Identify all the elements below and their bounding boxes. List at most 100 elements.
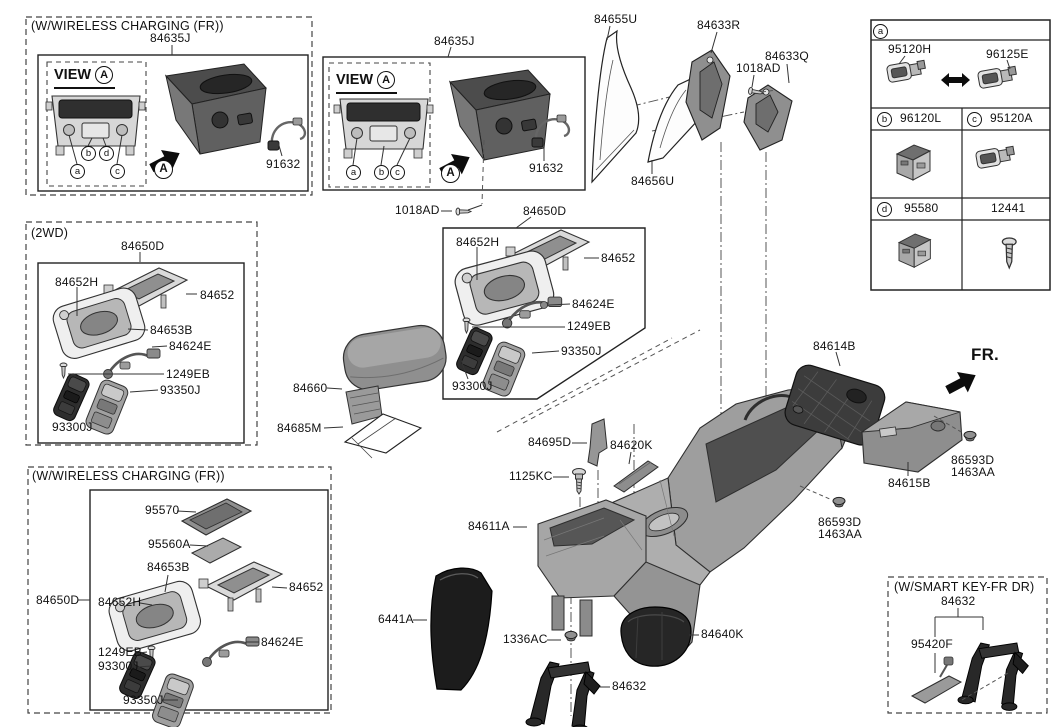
callout-d-1: d: [99, 146, 114, 161]
label-84624E-c: 84624E: [572, 297, 615, 311]
label-86593D-r: 86593D: [951, 453, 995, 467]
label-1018AD-top: 1018AD: [736, 61, 781, 75]
label-84685M: 84685M: [277, 421, 322, 435]
callout-a-1: a: [70, 164, 85, 179]
label-1463AA-l: 1463AA: [818, 527, 862, 541]
screw-1125KC: [553, 468, 586, 495]
view-text: VIEW: [336, 72, 374, 88]
part-84655U: [591, 25, 640, 184]
callout-c-1: c: [110, 164, 125, 179]
screw-86593D-left: [799, 485, 846, 508]
nut-1336AC: [547, 630, 578, 642]
label-95420F: 95420F: [911, 637, 953, 651]
2wd-parts: [49, 252, 197, 437]
label-84615B: 84615B: [888, 476, 931, 490]
label-91632-2: 91632: [529, 161, 564, 175]
label-fr-direction: FR.: [971, 345, 999, 364]
label-84632-sk: 84632: [941, 594, 976, 608]
box-smartkey-title: (W/SMART KEY-FR DR): [894, 580, 1035, 594]
label-84656U: 84656U: [631, 174, 675, 188]
part-6441A: [413, 567, 493, 691]
label-84652H-2wd: 84652H: [55, 275, 99, 289]
label-84614B: 84614B: [813, 339, 856, 353]
label-84652H-c: 84652H: [456, 235, 500, 249]
label-1336AC: 1336AC: [503, 632, 548, 646]
label-84624E-2wd: 84624E: [169, 339, 212, 353]
part-84615B: [860, 401, 963, 476]
label-1249EB-c: 1249EB: [567, 319, 611, 333]
part-84632-bracket: [525, 661, 610, 727]
label-96125E: 96125E: [986, 47, 1029, 61]
label-93350J-2wd: 93350J: [160, 383, 201, 397]
part-84614B: [784, 351, 886, 446]
label-84635J-2: 84635J: [434, 34, 475, 48]
label-84640K: 84640K: [701, 627, 744, 641]
label-95120A: 95120A: [990, 111, 1033, 125]
label-96120L: 96120L: [900, 111, 942, 125]
label-93300J-bl: 93300J: [98, 659, 139, 673]
label-1249EB-bl: 1249EB: [98, 645, 142, 659]
label-84660: 84660: [293, 381, 328, 395]
legend-callout-d: d: [877, 202, 892, 217]
label-84650D-bl: 84650D: [36, 593, 80, 607]
label-1249EB-2wd: 1249EB: [166, 367, 210, 381]
label-84652-2wd: 84652: [200, 288, 235, 302]
legend-callout-c: c: [967, 112, 982, 127]
callout-b-1: b: [81, 146, 96, 161]
label-84653B-bl: 84653B: [147, 560, 190, 574]
label-93350J-bl: 93350J: [123, 693, 164, 707]
label-84635J-1: 84635J: [150, 31, 191, 45]
label-95580: 95580: [904, 201, 939, 215]
label-84650D-2wd: 84650D: [121, 239, 165, 253]
circled-A-2: A: [441, 164, 460, 183]
box2-head-unit: [333, 46, 571, 229]
label-84633Q: 84633Q: [765, 49, 809, 63]
callout-b-2: b: [374, 165, 389, 180]
label-84624E-bl: 84624E: [261, 635, 304, 649]
label-95120H: 95120H: [888, 42, 932, 56]
circled-A-icon: A: [377, 71, 396, 89]
view-a-label-2: VIEW A: [336, 71, 398, 94]
label-1125KC: 1125KC: [509, 469, 553, 483]
label-86593D-l: 86593D: [818, 515, 862, 529]
legend-callout-b: b: [877, 112, 892, 127]
label-84652H-bl: 84652H: [98, 595, 142, 609]
label-84652-c: 84652: [601, 251, 636, 265]
label-93300J-2wd: 93300J: [52, 420, 93, 434]
label-84650D-center: 84650D: [523, 204, 567, 218]
box-2wd-title: (2WD): [31, 226, 69, 240]
label-93300J-c: 93300J: [452, 379, 493, 393]
smartkey-parts: [910, 608, 1029, 711]
label-84653B-2wd: 84653B: [150, 323, 193, 337]
part-84695D: [572, 418, 608, 467]
callout-a-2: a: [346, 165, 361, 180]
label-84611A: 84611A: [468, 519, 510, 533]
part-84685M-pad: [323, 413, 423, 459]
view-text: VIEW: [54, 67, 92, 83]
screw-86593D-right: [933, 415, 977, 442]
box1-head-unit: [45, 45, 307, 179]
part-84640K-bin: [620, 606, 699, 667]
swap-arrow-icon: [941, 73, 970, 87]
label-91632-1: 91632: [266, 157, 301, 171]
view-a-label-1: VIEW A: [54, 66, 116, 89]
label-95560A: 95560A: [148, 537, 191, 551]
bottomleft-parts: [78, 498, 288, 727]
callout-c-2: c: [390, 165, 405, 180]
label-84655U: 84655U: [594, 12, 638, 26]
label-84632: 84632: [612, 679, 647, 693]
circled-A-icon: A: [95, 66, 114, 84]
part-84660-armrest: [326, 324, 447, 425]
part-84633Q: [743, 63, 793, 151]
part-84620K: [613, 451, 659, 493]
label-1018AD-2: 1018AD: [395, 203, 440, 217]
fr-direction-arrow: [942, 364, 982, 401]
label-93350J-c: 93350J: [561, 344, 602, 358]
part-84633R: [685, 31, 731, 141]
legend-callout-a: a: [873, 24, 888, 39]
label-84695D: 84695D: [528, 435, 572, 449]
label-1463AA-r: 1463AA: [951, 465, 995, 479]
label-95570: 95570: [145, 503, 180, 517]
